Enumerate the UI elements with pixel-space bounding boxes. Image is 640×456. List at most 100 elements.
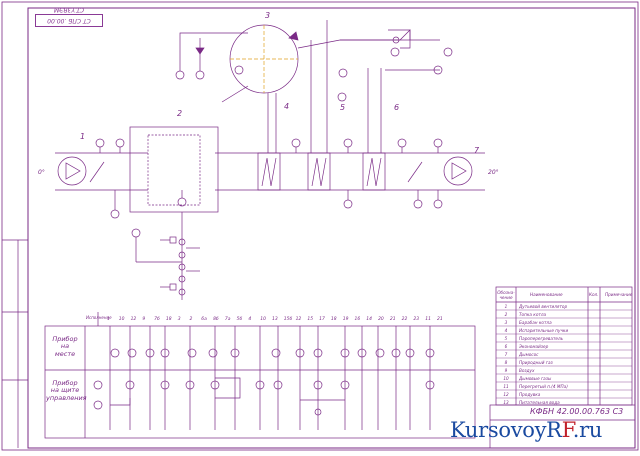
watermark: KursovoyRF.ru	[450, 418, 602, 442]
legend-row-code: 2	[504, 312, 508, 317]
legend-row-name: Дымосос	[519, 352, 539, 357]
row-header-local: Прибор на месте	[46, 335, 84, 358]
label-equipment-2: 2	[177, 109, 183, 118]
watermark-tld: .ru	[572, 418, 603, 442]
legend-row-name: Топка котла	[519, 312, 547, 317]
label-equipment-5: 5	[340, 103, 346, 112]
instrument-number: 9	[142, 317, 146, 322]
instrument-number: 15б	[283, 317, 293, 322]
label-gas-outlet: 20°	[488, 169, 499, 176]
economizer	[362, 68, 386, 191]
document-code: КФБН 42.00.00.763 C3	[530, 407, 624, 416]
legend-row-name: Дымовые газы	[519, 376, 552, 381]
instrument-columns	[97, 312, 431, 430]
title-block	[489, 404, 636, 449]
boiler-drum	[229, 24, 299, 94]
feed-pipe	[179, 32, 248, 38]
legend-row-code: 10	[503, 376, 509, 381]
label-equipment-7: 7	[474, 146, 480, 155]
instrument-number: 14	[366, 317, 373, 322]
instrument-number: 21	[389, 317, 396, 322]
label-equipment-6: 6	[394, 103, 400, 112]
legend-row-code: 8	[504, 360, 508, 365]
damper-left	[89, 161, 105, 183]
instrument-number: 11	[425, 317, 431, 322]
panel-instrument-row	[93, 377, 435, 416]
local-instrument-row	[110, 348, 435, 358]
instrument-number: 18	[165, 317, 172, 322]
watermark-main: KursovoyR	[450, 418, 562, 442]
instrument-number: 3	[177, 317, 181, 322]
legend-row-code: 13	[503, 400, 509, 405]
label-equipment-4: 4	[284, 102, 290, 111]
instrument-number: 10	[260, 317, 266, 322]
instrument-number: 2	[189, 317, 193, 322]
drawing-stamp: CT CПБ .00.00 CT.Y3ВЭМ	[35, 6, 103, 27]
legend-row-code: 3	[504, 320, 508, 325]
instrument-number: 23	[413, 317, 420, 322]
legend-row-name: Воздух	[519, 368, 535, 373]
legend-row-code: 6	[504, 344, 508, 349]
legend-row-code: 1	[504, 304, 508, 309]
legend-row-name: Продувка	[519, 392, 541, 397]
column-label: Исполнение	[86, 315, 112, 320]
row-header-panel: Прибор на щите управления	[46, 379, 87, 402]
instrument-number: 4	[248, 317, 252, 322]
instrument-number: 12	[295, 317, 302, 322]
legend-row-code: 11	[503, 384, 509, 389]
instrument-number: 7б	[154, 317, 160, 322]
air-duct	[55, 152, 485, 191]
instrument-number: 13	[272, 317, 278, 322]
instrument-number: 19	[342, 317, 349, 322]
field-instruments	[95, 38, 453, 238]
label-air-inlet: 0°	[38, 169, 45, 176]
instrument-number: 20	[378, 317, 384, 322]
instrument-number: 22	[401, 317, 408, 322]
instrument-number: 7а	[224, 317, 231, 322]
instrument-number: 21	[437, 317, 443, 322]
instrument-number: 15	[307, 317, 314, 322]
row-header-panel-text: Прибор на щите управления	[46, 379, 87, 402]
instrument-number: 18	[330, 317, 337, 322]
legend-row-code: 7	[504, 352, 508, 357]
instrument-number: 6а	[201, 317, 207, 322]
furnace	[129, 126, 219, 213]
label-equipment-1: 1	[80, 132, 86, 141]
drain-pipe	[221, 85, 249, 103]
instrument-number: 1	[107, 317, 110, 322]
legend-row-code: 9	[504, 368, 508, 373]
instrument-number: 16	[354, 317, 361, 322]
legend-header-name: Наименование	[530, 292, 563, 297]
legend-row-name: Пароперегреватель	[519, 336, 564, 341]
legend-row-name: Перегретый п.(4 МПа)	[519, 384, 568, 389]
legend-rows	[496, 309, 632, 399]
instrument-number: 5б	[236, 317, 243, 322]
legend-header-qty: Кол.	[589, 292, 599, 297]
legend-row-name: Питательная вода	[519, 400, 560, 405]
instrument-number: 10	[118, 317, 125, 322]
legend-header-code: Обозна- чение	[497, 290, 515, 300]
legend-row-name: Испарительные пучки	[519, 328, 569, 333]
row-header-local-text: Прибор на месте	[52, 335, 78, 358]
label-equipment-3: 3	[265, 11, 271, 20]
legend-row-name: Барабан котла	[519, 320, 552, 325]
watermark-accent: F	[561, 418, 573, 442]
legend-row-code: 12	[503, 392, 509, 397]
legend-row-code: 5	[504, 336, 508, 341]
legend-row-name: Дутьевой вентилятор	[519, 304, 568, 309]
legend-header-note: Примечание	[605, 292, 633, 297]
legend-row-name: Природный газ	[519, 360, 553, 365]
exhaust-fan	[407, 156, 473, 186]
instrument-number: 12	[130, 317, 137, 322]
instrument-number: 8б	[213, 317, 219, 322]
instrument-number: 17	[319, 317, 325, 322]
drawing-frame	[27, 7, 636, 449]
evaporator-bundle	[257, 93, 281, 191]
legend-row-name: Экономайзер	[519, 344, 549, 349]
gas-line	[135, 212, 200, 300]
pump-icon	[433, 65, 443, 75]
valve-icon	[195, 47, 205, 55]
